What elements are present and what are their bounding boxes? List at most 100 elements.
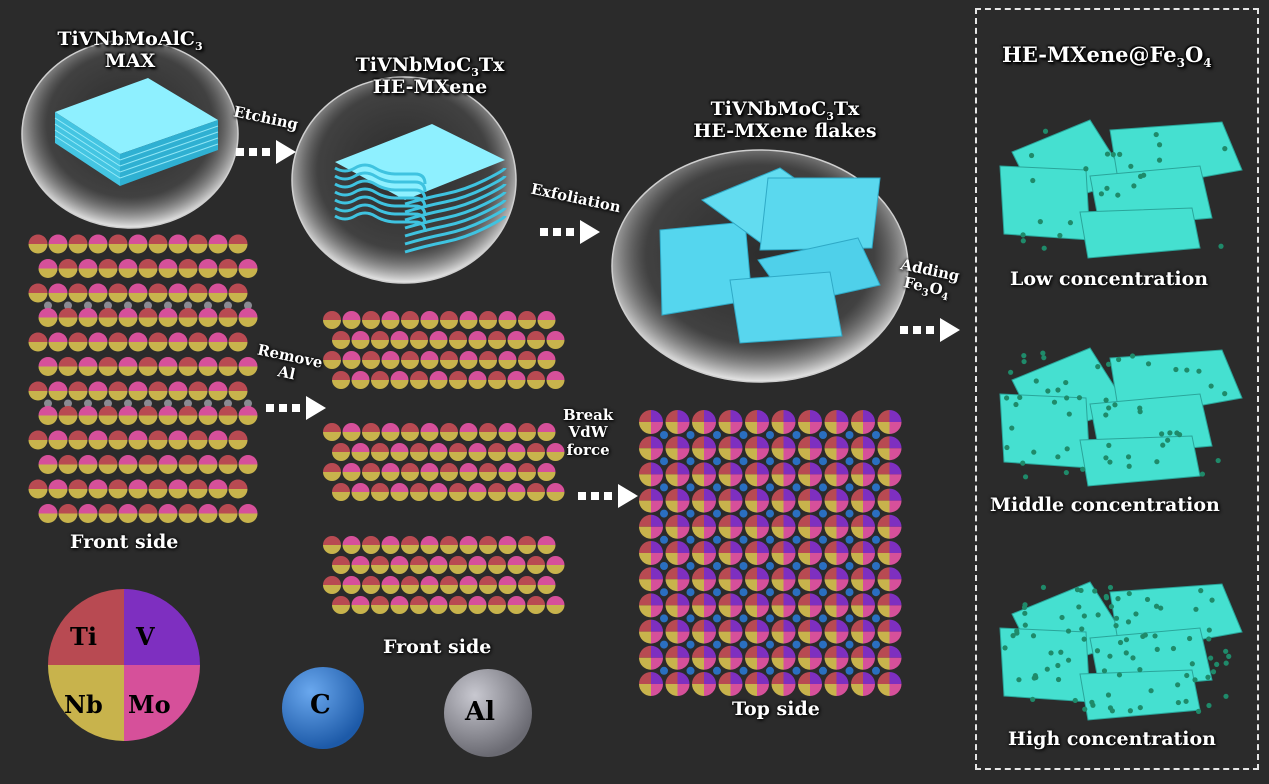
- fe3o4-particle: [1198, 588, 1204, 594]
- fe3o4-particle: [1133, 611, 1139, 617]
- top-atom: [692, 645, 716, 670]
- atom-sphere: [527, 556, 545, 574]
- fe3o4-particle: [1116, 672, 1123, 678]
- fe3o4-particle: [1193, 606, 1199, 612]
- top-atom: [877, 436, 902, 461]
- carbon-atom: [766, 588, 774, 597]
- atom-sphere: [68, 332, 88, 352]
- atom-sphere: [401, 463, 419, 481]
- atom-sphere: [168, 234, 188, 254]
- carbon-atom: [792, 457, 801, 466]
- atom-sphere: [68, 283, 88, 303]
- top-atom: [851, 436, 875, 461]
- atom-sphere: [148, 479, 168, 499]
- fe3o4-particle: [1042, 128, 1049, 134]
- top-atom: [798, 567, 822, 592]
- atom-sphere: [488, 483, 506, 501]
- atom-sphere: [238, 357, 258, 376]
- top-atom: [771, 593, 796, 618]
- composite-sheets: [999, 119, 1243, 721]
- carbon-atom: [819, 562, 827, 570]
- top-atom: [718, 672, 743, 696]
- carbon-atom: [739, 640, 748, 649]
- atom-sphere: [198, 357, 218, 376]
- atom-sphere: [527, 596, 545, 614]
- atom-sphere: [410, 331, 428, 349]
- carbon-atom: [739, 509, 748, 518]
- atom-sphere: [188, 430, 208, 450]
- atom-sphere: [178, 308, 198, 327]
- atom-sphere: [148, 332, 168, 352]
- carbon-atom: [819, 614, 827, 623]
- fe3o4-particle: [1170, 645, 1177, 652]
- atom-sphere: [108, 381, 128, 401]
- atom-sphere: [449, 331, 467, 349]
- atom-sphere: [429, 331, 448, 349]
- fe3o4-particle: [1192, 677, 1198, 683]
- fe3o4-particle: [1125, 619, 1132, 625]
- atom-sphere: [108, 332, 128, 352]
- fe3o4-particle: [1098, 191, 1105, 197]
- atom-sphere: [351, 483, 370, 501]
- atom-sphere: [168, 381, 188, 401]
- top-atom: [718, 410, 743, 434]
- atom-sphere: [88, 234, 108, 254]
- atom-sphere: [468, 331, 487, 349]
- al-atom: [44, 301, 52, 310]
- top-atom: [798, 410, 822, 434]
- carbon-atom: [792, 614, 801, 623]
- atom-sphere: [198, 406, 218, 425]
- fe3o4-particle: [1107, 653, 1113, 659]
- top-atom: [639, 567, 663, 592]
- atom-sphere: [28, 332, 48, 352]
- top-atom: [639, 462, 663, 487]
- fe3o4-particle: [1127, 708, 1133, 714]
- al-atom: [224, 399, 232, 408]
- atom-sphere: [218, 308, 238, 327]
- carbon-atom: [845, 588, 854, 597]
- fe3o4-particle: [1167, 430, 1173, 436]
- atom-sphere: [198, 259, 218, 278]
- carbon-atom: [845, 666, 854, 675]
- top-atom: [718, 645, 743, 670]
- top-atom: [692, 567, 716, 592]
- atom-sphere: [546, 371, 565, 389]
- top-atom: [824, 514, 849, 539]
- fe3o4-particle: [1184, 367, 1190, 373]
- atom-sphere: [118, 455, 138, 474]
- carbon-atom: [845, 640, 854, 649]
- top-atom: [665, 619, 690, 644]
- atom-sphere: [208, 430, 228, 450]
- top-atom: [665, 410, 690, 434]
- fe3o4-particle: [1218, 243, 1224, 249]
- carbon-atom: [686, 509, 695, 518]
- fe3o4-particle: [1103, 412, 1109, 418]
- atom-sphere: [546, 443, 565, 461]
- fe3o4-particle: [1112, 402, 1118, 408]
- al-atom: [124, 301, 132, 310]
- fe3o4-particle: [1156, 157, 1163, 163]
- fe3o4-particle: [1048, 650, 1054, 656]
- carbon-atom: [739, 457, 748, 466]
- top-atom: [877, 488, 902, 513]
- legend-quad-circle: [48, 589, 200, 741]
- carbon-atom: [872, 509, 880, 518]
- top-atom: [692, 462, 716, 487]
- atom-sphere: [218, 406, 238, 425]
- top-atom: [824, 436, 849, 461]
- fe3o4-particle: [1004, 395, 1010, 401]
- atom-sphere: [98, 455, 118, 474]
- atom-sphere: [507, 483, 526, 501]
- atom-sphere: [459, 311, 478, 329]
- atom-sphere: [138, 259, 158, 278]
- fe3o4-particle: [1196, 368, 1202, 374]
- atom-sphere: [78, 455, 98, 474]
- atom-sphere: [362, 536, 380, 554]
- fe3o4-particle: [1064, 446, 1070, 452]
- atom-sphere: [98, 357, 118, 376]
- atom-sphere: [168, 479, 188, 499]
- top-atom: [639, 541, 663, 565]
- atom-sphere: [429, 443, 448, 461]
- legend-al-label: Al: [465, 697, 496, 727]
- top-atom: [824, 410, 849, 434]
